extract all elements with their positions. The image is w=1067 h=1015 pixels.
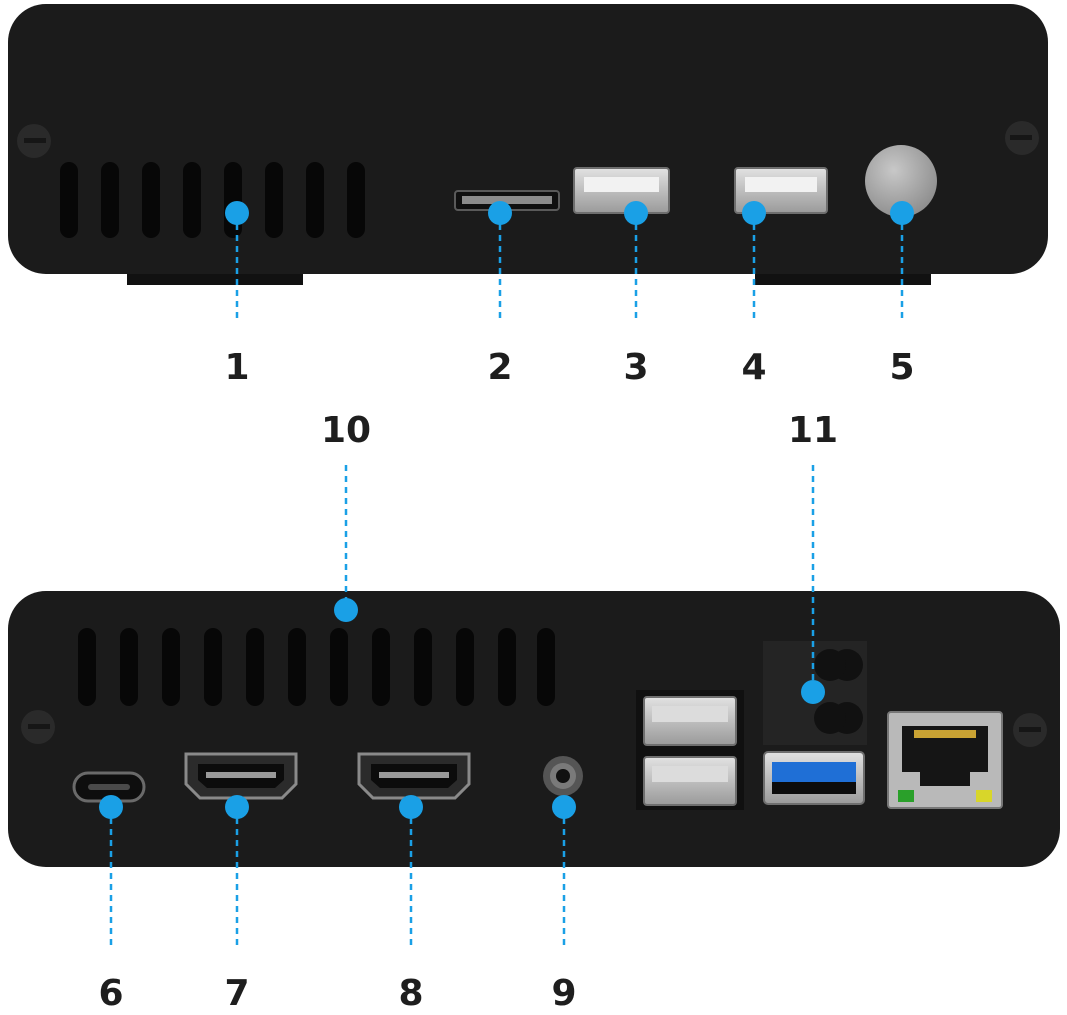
callout-number-9: 9 [551, 973, 577, 1014]
rear-vent-slot [330, 628, 348, 706]
front-vent-slot [183, 162, 201, 238]
rear-vent-slot [414, 628, 432, 706]
power-button [865, 145, 937, 217]
ethernet-led-yellow [976, 790, 992, 802]
front-panel [8, 4, 1048, 285]
front-vent-slot [60, 162, 78, 238]
rear-vent-slot [204, 628, 222, 706]
callout-dot-9 [552, 795, 576, 819]
rear-vent-slot [162, 628, 180, 706]
callout-dot-7 [225, 795, 249, 819]
callout-dot-3 [624, 201, 648, 225]
callout-number-1: 1 [224, 347, 250, 388]
callout-number-4: 4 [741, 347, 767, 388]
rear-vent-slot [120, 628, 138, 706]
front-vents [60, 162, 365, 238]
callout-dot-11 [801, 680, 825, 704]
callout-number-3: 3 [623, 347, 649, 388]
ethernet-led-green [898, 790, 914, 802]
rear-panel [8, 591, 1060, 867]
hdmi-port-2 [357, 752, 471, 800]
callout-dot-1 [225, 201, 249, 225]
callout-dot-8 [399, 795, 423, 819]
front-vent-slot [101, 162, 119, 238]
audio-jack [543, 756, 583, 796]
callout-number-5: 5 [889, 347, 915, 388]
front-body [8, 4, 1048, 274]
rear-vent-slot [246, 628, 264, 706]
rear-vent-slot [498, 628, 516, 706]
callout-number-8: 8 [398, 973, 424, 1014]
callout-dot-6 [99, 795, 123, 819]
front-vent-slot [224, 162, 242, 238]
callout-dot-2 [488, 201, 512, 225]
rear-vent-slot [537, 628, 555, 706]
callout-number-2: 2 [487, 347, 513, 388]
rear-vent-slot [288, 628, 306, 706]
callout-number-6: 6 [98, 973, 124, 1014]
callout-dot-5 [890, 201, 914, 225]
callout-number-11: 11 [787, 410, 839, 451]
usb-3-port [763, 751, 865, 805]
callout-dot-4 [742, 201, 766, 225]
front-vent-slot [347, 162, 365, 238]
front-vent-slot [142, 162, 160, 238]
rear-vent-slot [456, 628, 474, 706]
callout-lines [99, 201, 914, 950]
usb-a-port-front-left [573, 167, 670, 214]
callout-number-7: 7 [224, 973, 250, 1014]
hdmi-port-1 [184, 752, 298, 800]
rear-vents [78, 628, 555, 706]
front-vent-slot [265, 162, 283, 238]
antenna-mounts [763, 641, 867, 745]
rear-vent-slot [78, 628, 96, 706]
ethernet-port [887, 711, 1003, 809]
rear-vent-slot [372, 628, 390, 706]
callout-number-10: 10 [320, 410, 372, 451]
dual-usb-a-ports [636, 690, 744, 810]
front-vent-slot [306, 162, 324, 238]
callout-dot-10 [334, 598, 358, 622]
